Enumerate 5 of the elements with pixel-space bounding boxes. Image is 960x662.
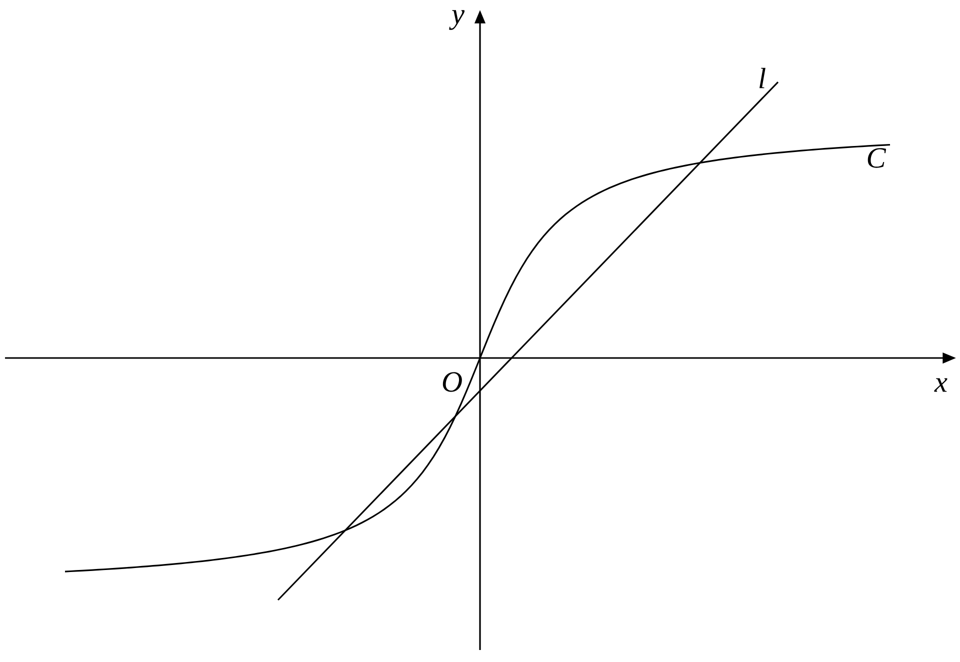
axis-label: x <box>934 378 948 392</box>
axis-label: y <box>449 10 465 30</box>
axis-label: O <box>442 372 462 392</box>
axis-label: C <box>868 148 886 168</box>
axis-label: l <box>760 68 766 88</box>
